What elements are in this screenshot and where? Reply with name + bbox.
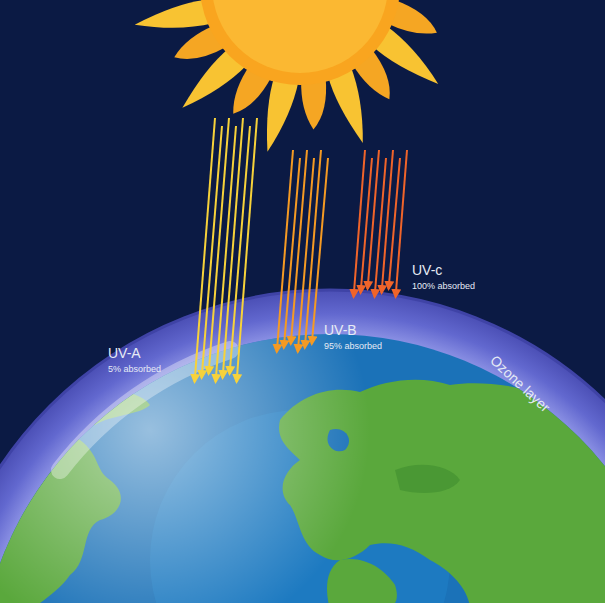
uvb-ray [277, 150, 293, 352]
uvb-ray [305, 150, 321, 348]
sun-core [212, 0, 388, 73]
ray-name-holder: UV-A [108, 345, 141, 361]
absorption-note: 95% absorbed [324, 341, 382, 351]
absorption-note: 100% absorbed [412, 281, 475, 291]
absorption-note-holder: 95% absorbed [324, 341, 382, 351]
ozone-band [0, 290, 605, 603]
ray-name: UV-c [412, 262, 442, 278]
sun [135, 0, 470, 152]
sun-flame [135, 0, 213, 28]
atmosphere-glow [60, 350, 230, 470]
uva-ray [237, 118, 257, 382]
uvc-ray [375, 158, 386, 297]
earth-land [0, 334, 605, 603]
ray-name: UV-B [324, 322, 357, 338]
absorption-note: 5% absorbed [108, 364, 161, 374]
sun-flame [267, 76, 299, 151]
ozone-band-edge [0, 290, 605, 603]
absorption-note-holder: 5% absorbed [108, 364, 161, 374]
uvb-ray [312, 158, 328, 344]
ray-name-holder: UV-c [412, 262, 442, 278]
ray-name-holder: UV-B [324, 322, 357, 338]
uv-rays [195, 118, 407, 382]
uvc-ray [361, 158, 372, 293]
uvc-ray [396, 150, 407, 297]
uvc-ray [354, 150, 365, 297]
earth-ocean [0, 334, 605, 603]
absorption-note-holder: 100% absorbed [412, 281, 475, 291]
ray-name: UV-A [108, 345, 141, 361]
sun-disc [200, 0, 400, 85]
uvb-ray [291, 150, 307, 344]
uvc-ray [382, 150, 393, 293]
